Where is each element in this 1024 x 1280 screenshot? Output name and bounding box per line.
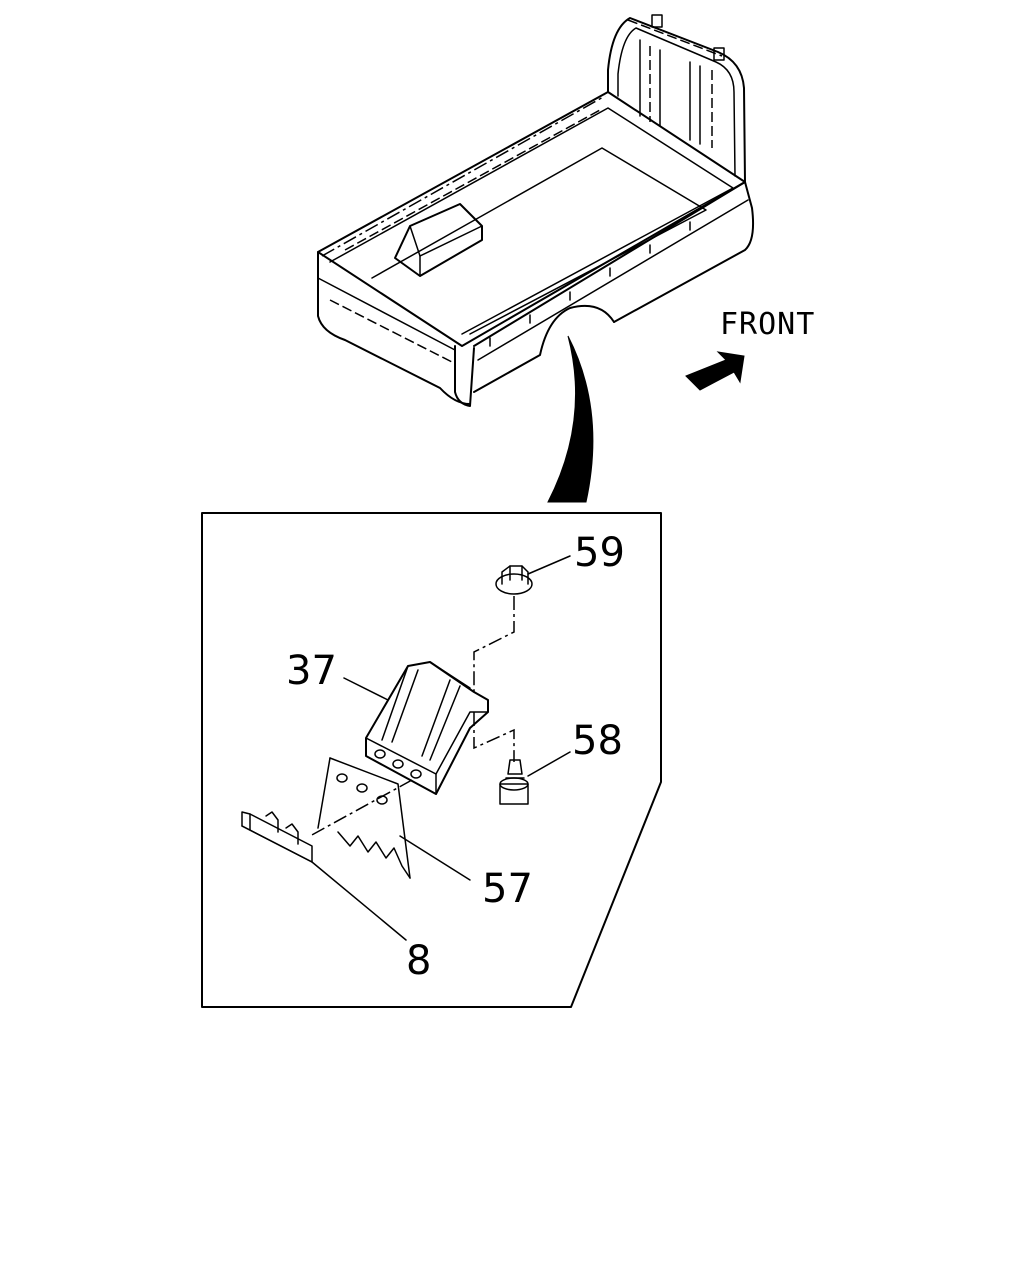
detail-frame xyxy=(201,512,662,1008)
bolt-58-illustration xyxy=(499,759,529,805)
leader-line-8 xyxy=(311,861,407,941)
front-label: FRONT xyxy=(720,307,815,342)
truck-bed-illustration xyxy=(317,14,755,407)
callout-57: 57 xyxy=(482,866,533,912)
assembly-line-upper xyxy=(473,596,515,692)
leader-line-59 xyxy=(527,555,571,575)
detail-pointer xyxy=(547,335,594,503)
leader-line-58 xyxy=(527,751,571,777)
bracket-37-illustration xyxy=(365,661,489,795)
mud-flap-57-illustration xyxy=(317,757,411,879)
strip-8-illustration xyxy=(241,811,313,863)
callout-59: 59 xyxy=(574,530,625,576)
assembly-line-flap xyxy=(309,779,413,837)
callout-58: 58 xyxy=(572,718,623,764)
nut-59-illustration xyxy=(495,565,533,595)
arrow-icon xyxy=(685,351,745,391)
callout-37: 37 xyxy=(286,648,337,694)
leader-line-57 xyxy=(399,835,471,881)
assembly-line-lower xyxy=(473,712,515,762)
leader-line-37 xyxy=(343,677,389,701)
callout-8: 8 xyxy=(406,938,431,984)
front-direction-indicator: FRONT xyxy=(685,307,815,391)
